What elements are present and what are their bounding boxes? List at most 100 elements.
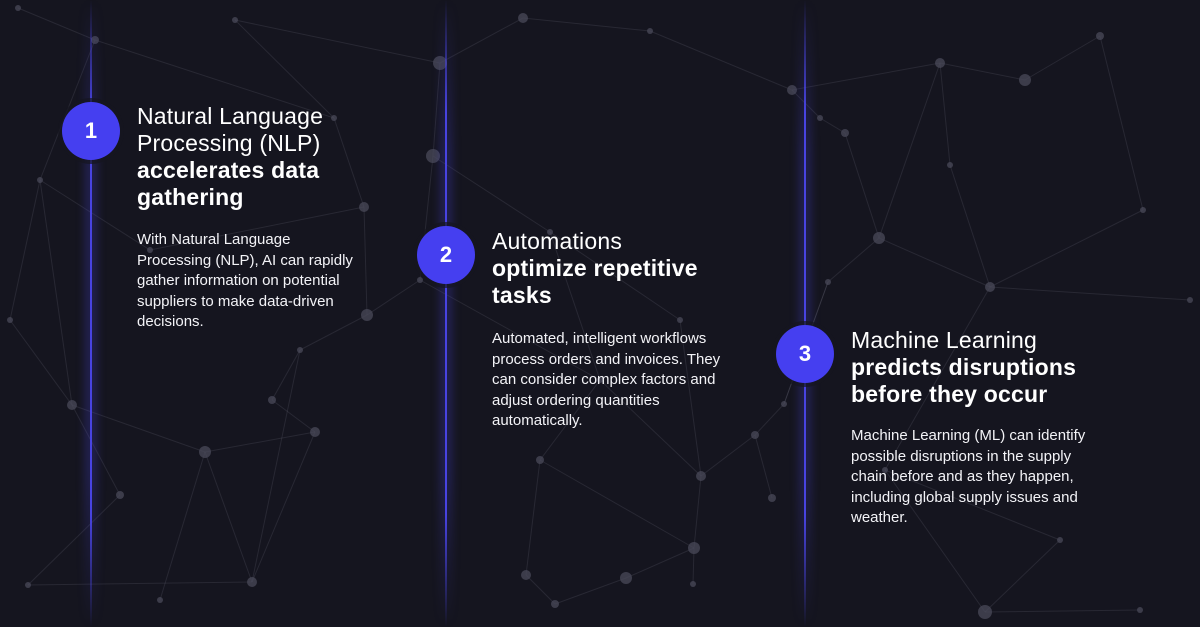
network-edge bbox=[693, 475, 702, 549]
network-edge bbox=[204, 451, 253, 583]
network-node bbox=[310, 427, 320, 437]
timeline-rail-2 bbox=[439, 0, 453, 627]
network-edge bbox=[599, 379, 702, 477]
network-node bbox=[985, 282, 995, 292]
step-heading-light: Machine Learning bbox=[851, 327, 1038, 353]
step-heading-bold: accelerates data gathering bbox=[137, 157, 320, 210]
network-node bbox=[551, 600, 559, 608]
network-node bbox=[37, 177, 43, 183]
network-edge bbox=[27, 494, 121, 586]
network-edge bbox=[419, 279, 601, 381]
network-node bbox=[873, 232, 885, 244]
network-node bbox=[536, 456, 544, 464]
step-heading-light: Automations bbox=[492, 228, 623, 254]
network-edge bbox=[432, 155, 551, 233]
network-node bbox=[688, 542, 700, 554]
network-edge bbox=[949, 164, 991, 288]
network-node bbox=[147, 247, 153, 253]
network-node bbox=[91, 36, 99, 44]
network-edge bbox=[1024, 35, 1101, 81]
network-edge bbox=[366, 279, 421, 316]
network-node bbox=[947, 162, 953, 168]
network-edge bbox=[27, 581, 253, 586]
step-heading-light: Natural Language Processing (NLP) bbox=[137, 103, 324, 156]
step-block-1: Natural Language Processing (NLP) accele… bbox=[137, 103, 377, 333]
rail-line bbox=[804, 0, 806, 627]
network-node bbox=[1187, 297, 1193, 303]
network-edge bbox=[625, 547, 695, 579]
network-node bbox=[882, 467, 888, 473]
network-node bbox=[841, 129, 849, 137]
step-heading-3: Machine Learning predicts disruptions be… bbox=[851, 327, 1121, 408]
network-edge bbox=[159, 451, 206, 601]
network-edge bbox=[432, 62, 441, 157]
network-node bbox=[768, 494, 776, 502]
network-edge bbox=[525, 459, 541, 576]
network-edge bbox=[939, 62, 1026, 81]
step-heading-bold: optimize repetitive tasks bbox=[492, 255, 698, 308]
step-number-badge-1: 1 bbox=[62, 102, 120, 160]
network-node bbox=[690, 581, 696, 587]
network-node bbox=[247, 577, 257, 587]
network-node bbox=[67, 400, 77, 410]
network-edge bbox=[234, 19, 335, 119]
network-edge bbox=[700, 434, 756, 477]
network-edge bbox=[884, 469, 1061, 541]
network-edge bbox=[271, 349, 301, 401]
network-node bbox=[781, 401, 787, 407]
network-node bbox=[232, 17, 238, 23]
network-node bbox=[331, 115, 337, 121]
step-description-1: With Natural Language Processing (NLP), … bbox=[137, 231, 353, 330]
network-edge bbox=[251, 431, 316, 583]
network-edge bbox=[984, 539, 1061, 613]
network-edge bbox=[17, 7, 96, 41]
network-edge bbox=[549, 231, 681, 321]
network-edge bbox=[554, 577, 627, 605]
network-node bbox=[521, 570, 531, 580]
network-edge bbox=[679, 319, 702, 477]
network-edge bbox=[94, 39, 335, 119]
network-edge bbox=[827, 237, 880, 283]
network-node bbox=[696, 471, 706, 481]
rail-line bbox=[90, 0, 92, 627]
network-edge bbox=[333, 117, 365, 208]
network-node bbox=[817, 115, 823, 121]
network-node bbox=[433, 56, 447, 70]
network-node bbox=[1137, 607, 1143, 613]
network-node bbox=[597, 377, 603, 383]
step-heading-1: Natural Language Processing (NLP) accele… bbox=[137, 103, 377, 211]
rail-line bbox=[445, 0, 447, 627]
network-edge bbox=[884, 469, 986, 613]
network-edge bbox=[819, 117, 846, 134]
step-description-3: Machine Learning (ML) can identify possi… bbox=[851, 427, 1086, 526]
network-node bbox=[297, 347, 303, 353]
network-edge bbox=[525, 574, 556, 605]
network-edge bbox=[649, 30, 793, 91]
network-edge bbox=[692, 547, 695, 585]
network-edge bbox=[39, 179, 151, 251]
step-number-badge-3: 3 bbox=[776, 325, 834, 383]
network-node bbox=[677, 317, 683, 323]
network-node bbox=[518, 13, 528, 23]
network-edge bbox=[844, 132, 880, 239]
network-edge bbox=[878, 237, 991, 288]
network-node bbox=[361, 309, 373, 321]
network-edge bbox=[549, 231, 601, 381]
network-node bbox=[1096, 32, 1104, 40]
timeline-rail-3 bbox=[798, 0, 812, 627]
network-edge bbox=[149, 206, 365, 251]
network-node bbox=[935, 58, 945, 68]
network-edge bbox=[989, 286, 1191, 301]
network-edge bbox=[9, 179, 41, 321]
network-node bbox=[1019, 74, 1031, 86]
network-node bbox=[25, 582, 31, 588]
network-node bbox=[825, 279, 831, 285]
network-edge bbox=[251, 349, 301, 583]
network-node bbox=[751, 431, 759, 439]
step-heading-2: Automations optimize repetitive tasks bbox=[492, 228, 742, 309]
network-edge bbox=[989, 209, 1144, 288]
network-edge bbox=[439, 17, 524, 64]
network-node bbox=[426, 149, 440, 163]
step-description-2: Automated, intelligent workflows process… bbox=[492, 330, 721, 429]
